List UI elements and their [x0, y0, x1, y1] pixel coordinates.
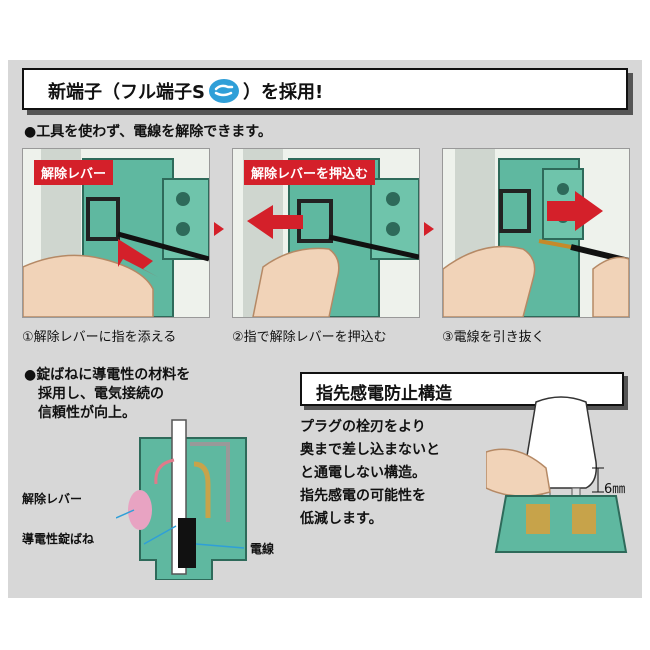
section3-line: と通電しない構造。	[300, 465, 426, 481]
section3-text: プラグの栓刃をより 奥まで差し込まないと と通電しない構造。 指先感電の可能性を…	[300, 416, 440, 531]
step3-caption: ③電線を引き抜く	[442, 330, 545, 345]
section3-line: プラグの栓刃をより	[300, 419, 426, 435]
section3-line: 低減します。	[300, 511, 383, 527]
step1-red-label: 解除レバー	[34, 160, 114, 185]
section2-line: ●錠ばねに導電性の材料を	[24, 367, 191, 383]
wire-label: 電線	[250, 542, 275, 556]
step-arrow-1-icon	[214, 222, 224, 236]
spring-label: 導電性錠ばね	[22, 532, 95, 546]
dimension-label: 6㎜	[604, 482, 626, 497]
plug-diagram	[485, 392, 636, 562]
title-part2: ）を採用!	[242, 82, 324, 103]
section2-text: ●錠ばねに導電性の材料を 採用し、電気接続の 信頼性が向上。	[24, 366, 190, 423]
section3-title: 指先感電防止構造	[316, 384, 452, 404]
page-title: 新端子（フル端子S ）を採用!	[48, 78, 323, 104]
step1-caption: ①解除レバーに指を添える	[22, 330, 177, 345]
section3-line: 奥まで差し込まないと	[300, 442, 440, 458]
section1-bullet: ●工具を使わず、電線を解除できます。	[24, 124, 272, 140]
section2-line: 信頼性が向上。	[38, 405, 136, 421]
full-terminal-s-badge-icon	[208, 79, 239, 103]
step2-red-label: 解除レバーを押込む	[244, 160, 376, 185]
spring-diagram	[115, 414, 286, 581]
title-part1: 新端子（フル端子S	[48, 82, 205, 103]
step2-caption: ②指で解除レバーを押込む	[232, 330, 387, 345]
section3-line: 指先感電の可能性を	[300, 488, 426, 504]
lever-label: 解除レバー	[22, 492, 83, 506]
section2-line: 採用し、電気接続の	[38, 386, 164, 402]
step-arrow-2-icon	[424, 222, 434, 236]
title-box: 新端子（フル端子S ）を採用!	[22, 68, 628, 110]
step3-illustration	[442, 148, 630, 318]
finger-shock-title-box: 指先感電防止構造	[300, 372, 624, 406]
